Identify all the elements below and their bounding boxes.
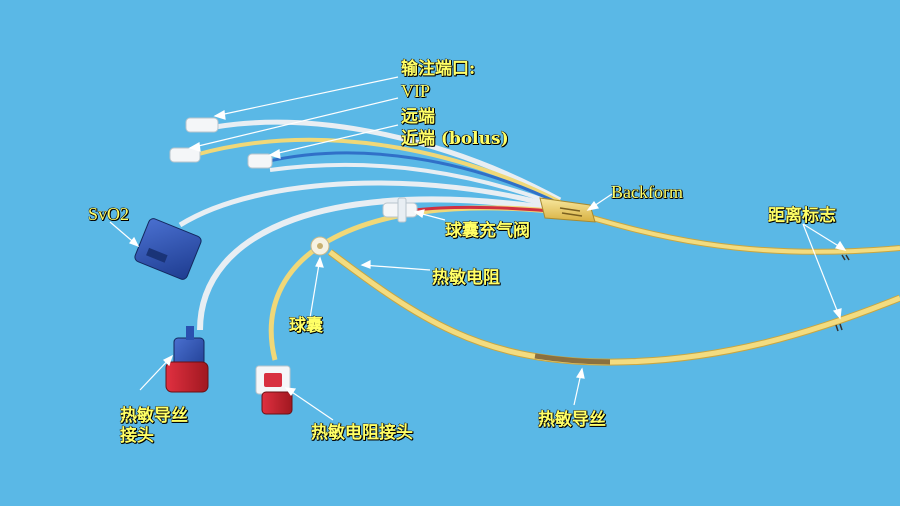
pointer-lines bbox=[109, 76, 847, 421]
catheter-body bbox=[327, 207, 900, 366]
thermistor-connector bbox=[255, 365, 293, 415]
label-thermal-wire-connector-line2: 接头 bbox=[120, 426, 154, 446]
label-balloon-valve: 球囊充气阀 bbox=[445, 221, 530, 241]
label-infusion-port: 输注端口: bbox=[401, 59, 476, 79]
label-thermistor-connector: 热敏电阻接头 bbox=[311, 423, 413, 443]
label-distance-marks: 距离标志 bbox=[768, 206, 836, 226]
label-vip: VIP bbox=[401, 81, 431, 101]
label-svo2: SvO2 bbox=[88, 204, 130, 224]
label-proximal-bolus: 近端 (bolus) bbox=[401, 129, 509, 149]
svo2-connector bbox=[134, 218, 202, 280]
balloon-tip bbox=[310, 236, 330, 256]
label-thermal-wire-connector: 热敏导丝 接头 bbox=[120, 406, 188, 446]
label-balloon: 球囊 bbox=[289, 316, 323, 336]
label-thermal-wire-connector-line1: 热敏导丝 bbox=[120, 406, 188, 426]
lumen-tubes bbox=[178, 119, 562, 361]
label-distal: 远端 bbox=[401, 107, 435, 127]
balloon-valve bbox=[382, 197, 418, 223]
infusion-port-caps bbox=[169, 117, 273, 169]
label-thermistor: 热敏电阻 bbox=[432, 268, 500, 288]
label-thermal-wire: 热敏导丝 bbox=[538, 410, 606, 430]
label-backform: Backform bbox=[611, 182, 683, 202]
thermal-wire-connector bbox=[165, 326, 209, 393]
backform-hub bbox=[539, 197, 596, 223]
